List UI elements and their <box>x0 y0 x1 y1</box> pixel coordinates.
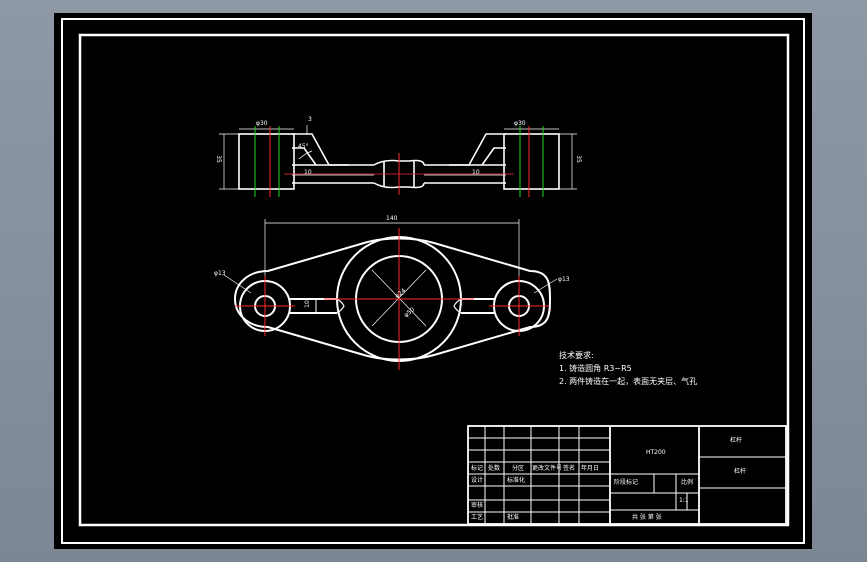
dim-right-dia: φ30 <box>514 120 526 127</box>
top-view <box>238 133 560 190</box>
dim-right-inner: 10 <box>472 169 480 176</box>
tb-row-count: 处数 <box>488 465 501 472</box>
tb-review: 审核 <box>471 502 484 509</box>
dim-left-dia: φ30 <box>256 120 268 127</box>
notes-line1: 1. 铸造圆角 R3~R5 <box>559 364 632 373</box>
outer-frame <box>61 18 805 544</box>
top-view-dims <box>219 125 577 190</box>
tb-sign: 共 张 第 张 <box>632 514 662 521</box>
dim-left-height: 35 <box>214 155 222 163</box>
tb-material: HT200 <box>646 449 666 456</box>
dim-web: 10 <box>303 300 311 308</box>
tb-row-zone: 分区 <box>512 465 525 472</box>
dim-angle: 45° <box>298 143 309 150</box>
tb-approve: 批准 <box>507 514 520 521</box>
tb-scale-label: 比例 <box>681 479 694 486</box>
dim-overall-width: 140 <box>386 215 398 222</box>
dim-small: 3 <box>308 116 312 123</box>
plan-view-center-lines <box>235 228 549 370</box>
inner-frame <box>78 33 790 527</box>
tb-part-name: 杠杆 <box>730 437 743 444</box>
notes-title: 技术要求: <box>559 351 594 360</box>
top-view-center-lines <box>254 126 544 197</box>
tb-process: 工艺 <box>471 514 484 521</box>
dim-right-hole: φ13 <box>558 276 570 283</box>
tb-standard: 标准化 <box>507 477 526 484</box>
drawing-viewport[interactable]: φ30 φ30 35 35 45° 3 10 10 140 φ13 φ13 φ2… <box>54 13 812 549</box>
dim-right-height: 35 <box>574 155 582 163</box>
dim-left-inner: 10 <box>304 169 312 176</box>
tb-stage: 阶段标记 <box>614 479 639 486</box>
tb-row-mark: 标记 <box>471 465 484 472</box>
tb-row-change: 更改文件号 <box>532 465 563 472</box>
notes-line2: 2. 两件铸造在一起，表面无夹层、气孔 <box>559 377 698 386</box>
cad-drawing <box>61 18 805 544</box>
tb-row-sign: 签名 <box>563 465 576 472</box>
tb-drawing-no: 杠杆 <box>734 468 747 475</box>
dim-left-hole: φ13 <box>214 270 226 277</box>
tb-row-date: 年月日 <box>581 465 600 472</box>
tb-design: 设计 <box>471 477 484 484</box>
title-block <box>467 425 787 525</box>
tb-sheet-label: 1:1 <box>679 497 689 504</box>
